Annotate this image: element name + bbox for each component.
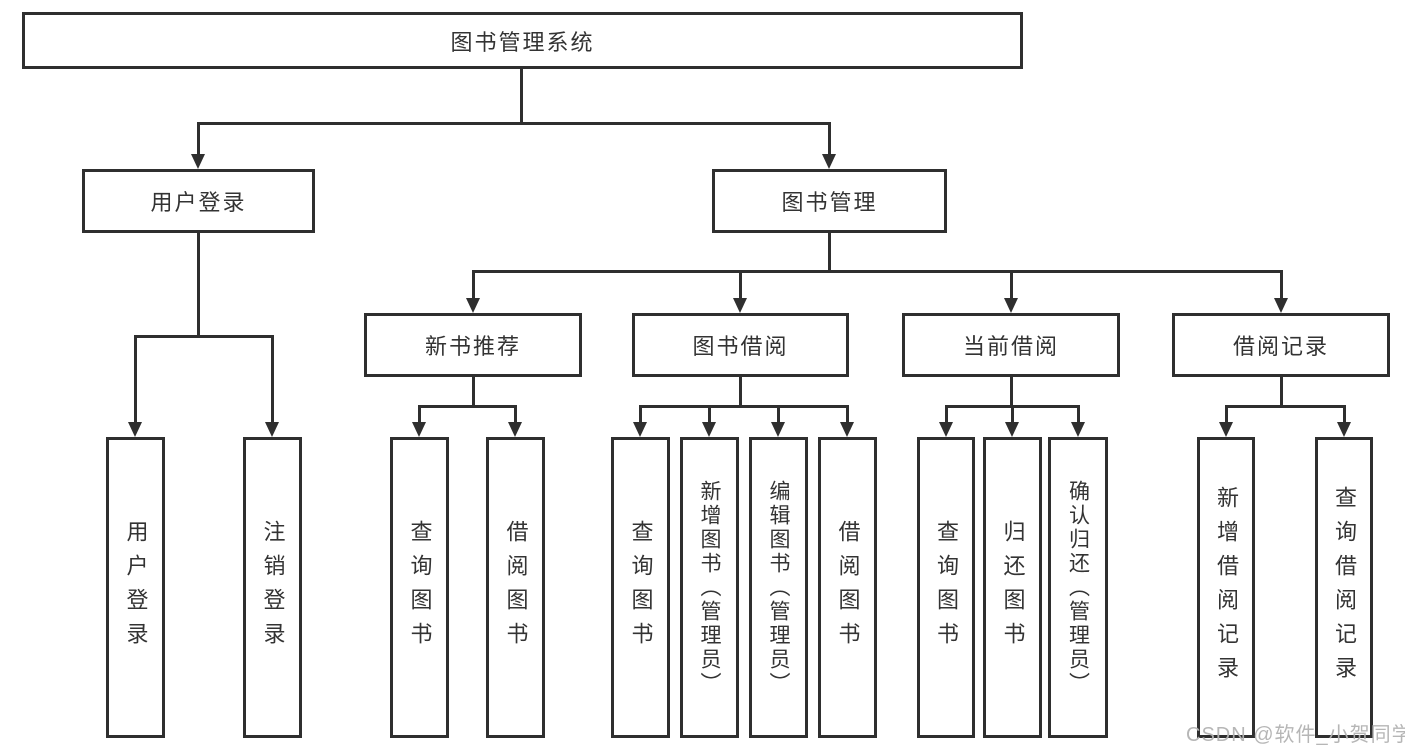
arrow-down-icon [732, 298, 747, 313]
leaf-borrow-books-1-label: 借阅图书 [503, 519, 529, 656]
node-user-login-label: 用户登录 [150, 190, 247, 215]
connector-line [520, 69, 523, 125]
leaf-add-borrow-record: 新增借阅记录 [1197, 437, 1255, 738]
arrow-down-icon [1218, 422, 1233, 437]
connector-line [134, 335, 137, 424]
node-user-login: 用户登录 [82, 169, 315, 233]
connector-line [738, 377, 742, 408]
connector-line [1076, 405, 1080, 424]
leaf-add-books-admin-label: 新增图书（管理员） [698, 479, 721, 696]
connector-line [1224, 405, 1228, 424]
connector-line [418, 405, 517, 408]
arrow-down-icon [1336, 422, 1351, 437]
connector-line [1009, 270, 1013, 300]
leaf-edit-books-admin-label: 编辑图书（管理员） [767, 479, 790, 696]
node-new-book-recommend-label: 新书推荐 [424, 334, 521, 359]
leaf-borrow-books-2-label: 借阅图书 [835, 519, 861, 656]
arrow-down-icon [771, 422, 785, 437]
leaf-query-books-2-label: 查询图书 [628, 519, 654, 656]
connector-line [197, 122, 831, 125]
arrow-down-icon [265, 422, 279, 437]
connector-line [1279, 270, 1283, 300]
connector-line [708, 405, 711, 424]
connector-line [1279, 377, 1283, 408]
leaf-query-books-3: 查询图书 [917, 437, 975, 738]
leaf-query-books-2: 查询图书 [611, 437, 670, 738]
connector-line [828, 233, 831, 273]
node-book-management: 图书管理 [712, 169, 947, 233]
leaf-user-login-label: 用户登录 [123, 519, 149, 656]
arrow-down-icon [1070, 422, 1085, 437]
leaf-user-login: 用户登录 [106, 437, 165, 738]
connector-line [639, 405, 849, 408]
connector-line [197, 233, 200, 338]
leaf-logout: 注销登录 [243, 437, 302, 738]
node-book-borrow: 图书借阅 [632, 313, 849, 377]
connector-line [639, 405, 642, 424]
arrow-down-icon [702, 422, 716, 437]
leaf-return-books-label: 归还图书 [1000, 519, 1026, 656]
connector-line [471, 377, 475, 408]
leaf-confirm-return-admin: 确认归还（管理员） [1048, 437, 1108, 738]
leaf-query-borrow-record: 查询借阅记录 [1315, 437, 1373, 738]
arrow-down-icon [938, 422, 953, 437]
node-borrow-records-label: 借阅记录 [1232, 334, 1329, 359]
watermark: CSDN @软件_小贺同学 [1186, 724, 1405, 746]
leaf-return-books: 归还图书 [983, 437, 1042, 738]
leaf-query-books-3-label: 查询图书 [934, 519, 959, 656]
connector-line [271, 335, 274, 424]
connector-line [1011, 405, 1014, 424]
node-current-borrow-label: 当前借阅 [962, 334, 1059, 359]
connector-line [134, 335, 274, 338]
connector-line [514, 405, 517, 424]
connector-line [1342, 405, 1346, 424]
connector-line [944, 405, 948, 424]
leaf-add-books-admin: 新增图书（管理员） [680, 437, 739, 738]
node-library-system: 图书管理系统 [22, 12, 1023, 69]
leaf-confirm-return-admin-label: 确认归还（管理员） [1066, 479, 1090, 696]
leaf-query-books-1: 查询图书 [390, 437, 449, 738]
connector-line [418, 405, 421, 424]
arrow-down-icon [822, 154, 836, 169]
arrow-down-icon [633, 422, 647, 437]
leaf-add-borrow-record-label: 新增借阅记录 [1214, 485, 1239, 690]
connector-line [738, 270, 742, 300]
connector-line [828, 122, 831, 156]
leaf-logout-label: 注销登录 [260, 519, 286, 656]
connector-line [846, 405, 849, 424]
node-book-management-label: 图书管理 [781, 190, 878, 215]
arrow-down-icon [412, 422, 426, 437]
arrow-down-icon [1005, 422, 1019, 437]
arrow-down-icon [465, 298, 480, 313]
arrow-down-icon [191, 154, 205, 169]
leaf-query-borrow-record-label: 查询借阅记录 [1332, 485, 1357, 690]
leaf-borrow-books-2: 借阅图书 [818, 437, 877, 738]
node-library-system-label: 图书管理系统 [450, 29, 595, 55]
node-new-book-recommend: 新书推荐 [364, 313, 582, 377]
connector-line [471, 270, 475, 300]
leaf-query-books-1-label: 查询图书 [407, 519, 433, 656]
arrow-down-icon [1273, 298, 1288, 313]
node-book-borrow-label: 图书借阅 [692, 334, 789, 359]
leaf-borrow-books-1: 借阅图书 [486, 437, 545, 738]
connector-line [777, 405, 780, 424]
arrow-down-icon [128, 422, 142, 437]
arrow-down-icon [1003, 298, 1018, 313]
arrow-down-icon [508, 422, 522, 437]
node-current-borrow: 当前借阅 [902, 313, 1120, 377]
arrow-down-icon [840, 422, 854, 437]
leaf-edit-books-admin: 编辑图书（管理员） [749, 437, 808, 738]
connector-line [1224, 405, 1346, 408]
node-borrow-records: 借阅记录 [1172, 313, 1390, 377]
connector-line [471, 270, 1283, 273]
connector-line [1009, 377, 1013, 408]
connector-line [197, 122, 200, 156]
